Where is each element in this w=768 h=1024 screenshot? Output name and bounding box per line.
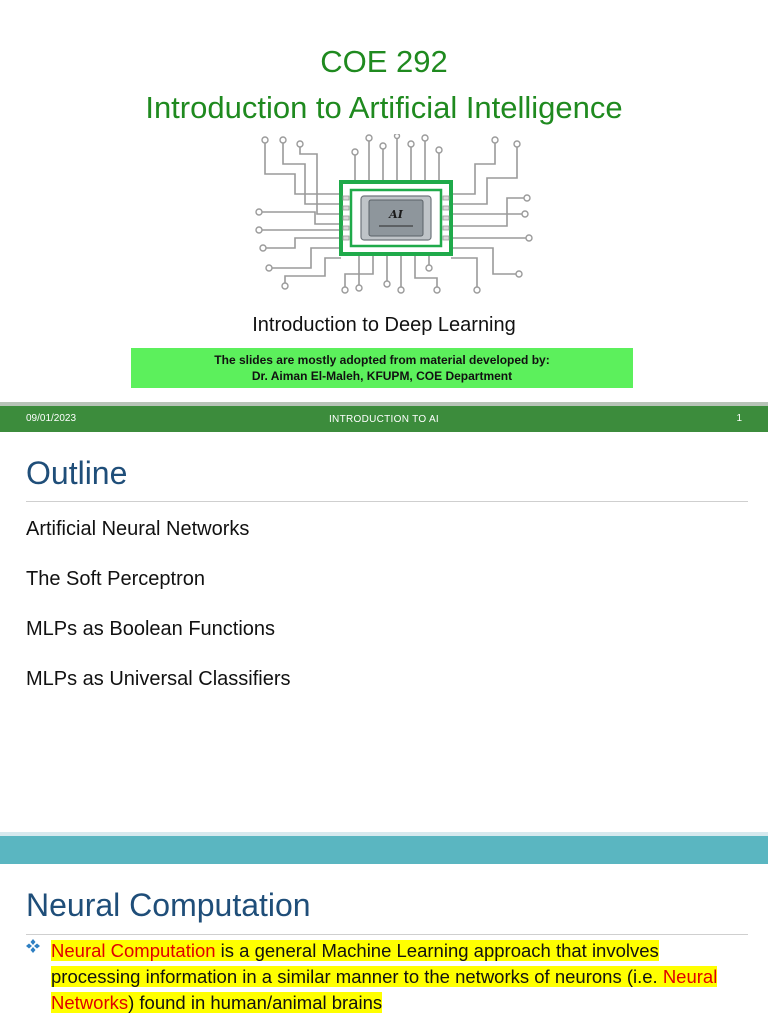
course-title: Introduction to Artificial Intelligence: [145, 90, 623, 125]
bullet-paragraph: Neural Computation is a general Machine …: [51, 938, 751, 1016]
slide-divider: [0, 836, 768, 864]
credit-line-2: Dr. Aiman El-Maleh, KFUPM, COE Departmen…: [251, 369, 513, 383]
outline-item: MLPs as Boolean Functions: [26, 618, 276, 640]
outline-item: MLPs as Universal Classifiers: [26, 668, 291, 690]
outline-slide: Outline Artificial Neural Networks The S…: [0, 432, 768, 832]
course-code: COE 292: [320, 44, 448, 79]
heading-rule: [26, 501, 748, 502]
paragraph-text-2: ) found in human/animal brains: [128, 992, 383, 1013]
outline-item: Artificial Neural Networks: [26, 518, 250, 540]
term-neural-computation: Neural Computation: [51, 940, 216, 961]
lecture-title: Introduction to Deep Learning: [252, 314, 516, 336]
neural-computation-slide: Neural Computation Neural Computation is…: [0, 864, 768, 1024]
outline-heading: Outline: [26, 455, 128, 491]
chip-label: AI: [388, 208, 404, 221]
title-slide: COE 292 Introduction to Artificial Intel…: [0, 0, 768, 402]
credit-line-1: The slides are mostly adopted from mater…: [214, 353, 550, 367]
divider-highlight: [0, 832, 768, 836]
footer-page-number: 1: [736, 413, 742, 424]
footer-title: INTRODUCTION TO AI: [328, 414, 440, 425]
footer-shadow: [0, 402, 768, 406]
diamond-bullet-icon: [26, 939, 40, 953]
outline-item: The Soft Perceptron: [26, 568, 205, 590]
neural-computation-heading: Neural Computation: [26, 887, 311, 923]
slide-footer: 09/01/2023 INTRODUCTION TO AI 1: [0, 406, 768, 432]
credit-box: The slides are mostly adopted from mater…: [131, 348, 633, 388]
footer-date: 09/01/2023: [26, 413, 77, 424]
heading-rule: [26, 934, 748, 935]
circuit-chip-ai-icon: AI: [255, 134, 533, 294]
